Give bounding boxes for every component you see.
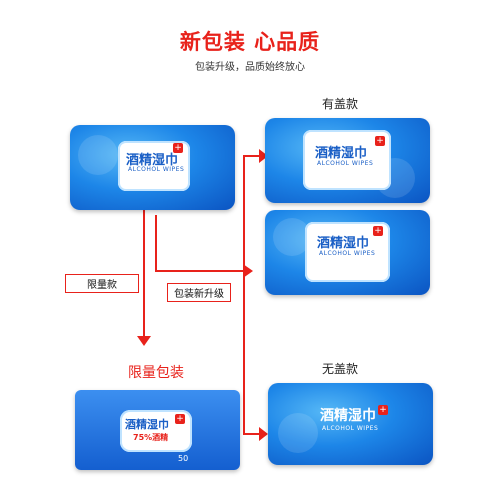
arrow-upgrade-line bbox=[155, 215, 157, 272]
arrow-right-head-icon bbox=[243, 264, 253, 278]
medical-cross-icon: + bbox=[378, 405, 388, 415]
pack-alcohol-note: 75%酒精 bbox=[133, 433, 169, 442]
product-lid-pack-1: 酒精湿巾 ALCOHOL WIPES + bbox=[265, 118, 430, 203]
arrow-upgrade-horizontal bbox=[155, 270, 245, 272]
pack-brand: 酒精湿巾 bbox=[125, 418, 169, 431]
pack-brand: 酒精湿巾 bbox=[126, 153, 179, 168]
arrow-branch-top bbox=[243, 155, 261, 157]
medical-cross-icon: + bbox=[375, 136, 385, 146]
medical-cross-icon: + bbox=[373, 226, 383, 236]
pack-brand: 酒精湿巾 bbox=[320, 408, 376, 424]
arrow-branch-bottom bbox=[243, 433, 261, 435]
product-no-lid-pack: 酒精湿巾 ALCOHOL WIPES + bbox=[268, 383, 433, 465]
product-lid-pack-2: 酒精湿巾 ALCOHOL WIPES + bbox=[265, 210, 430, 295]
pack-brand-en: ALCOHOL WIPES bbox=[317, 160, 374, 167]
arrow-branch-line bbox=[243, 155, 245, 435]
arrow-branch-top-head-icon bbox=[259, 149, 268, 163]
limited-tag: 限量款 bbox=[65, 274, 139, 293]
with-lid-label: 有盖款 bbox=[322, 97, 359, 111]
pack-brand: 酒精湿巾 bbox=[317, 236, 370, 251]
pack-brand-en: ALCOHOL WIPES bbox=[322, 425, 379, 432]
limited-pack-label: 限量包装 bbox=[128, 365, 184, 381]
pack-brand-en: ALCOHOL WIPES bbox=[128, 166, 185, 173]
arrow-branch-bottom-head-icon bbox=[259, 427, 268, 441]
upgrade-tag: 包装新升级 bbox=[167, 283, 231, 302]
pack-brand: 酒精湿巾 bbox=[315, 146, 368, 161]
medical-cross-icon: + bbox=[173, 143, 183, 153]
product-original-pack: 酒精湿巾 ALCOHOL WIPES + bbox=[70, 125, 235, 210]
without-lid-label: 无盖款 bbox=[322, 362, 359, 376]
page-subtitle: 包装升级，品质始终放心 bbox=[195, 62, 305, 73]
pack-count: 50 bbox=[178, 454, 189, 463]
arrow-down-line bbox=[143, 210, 145, 340]
medical-cross-icon: + bbox=[175, 414, 185, 424]
page-title: 新包装 心品质 bbox=[179, 30, 321, 54]
pack-brand-en: ALCOHOL WIPES bbox=[319, 250, 376, 257]
arrow-down-head-icon bbox=[137, 336, 151, 346]
product-limited-pack: 酒精湿巾 75%酒精 + 50 bbox=[75, 390, 240, 470]
